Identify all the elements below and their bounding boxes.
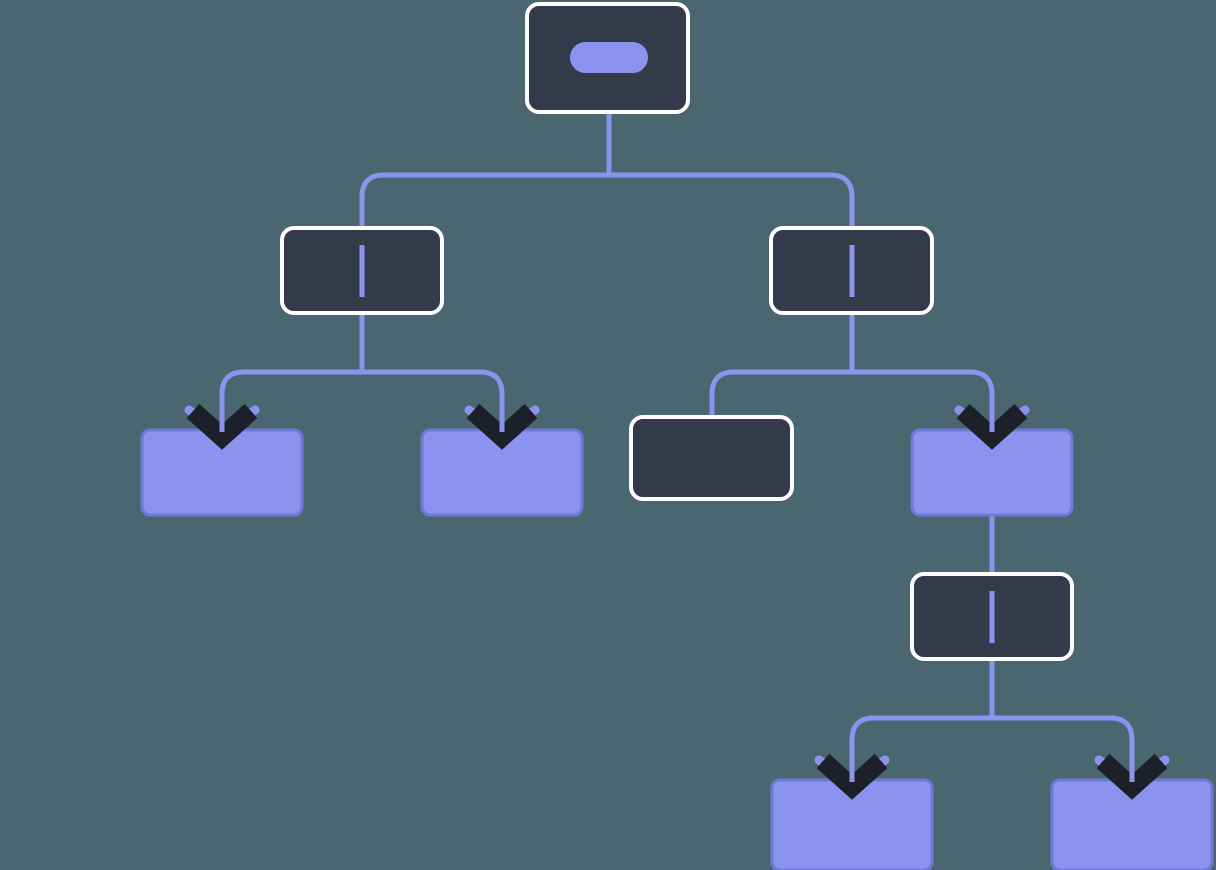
arrowhead-layer [184,403,1170,800]
node-passthrough-lines [359,245,995,643]
arrowhead-leaf-3 [814,753,890,800]
arrowhead-leaf-4 [1094,753,1170,800]
connector-layer [219,73,1135,780]
connector-branch-right-to-purple-node [852,369,995,430]
connector-sub-branch-to-leaf-4 [992,715,1135,780]
arrowhead-leaf-2 [464,403,540,450]
root-pill-badge [570,42,648,73]
arrowhead-chevron-dark [1096,753,1168,800]
root-node[interactable] [525,2,690,114]
connector-branch-right-to-dark-node [709,369,852,417]
detached-dark-node-surface[interactable] [629,415,794,501]
connector-branch-left-to-leaf-2 [362,369,505,430]
connector-branch-left-to-leaf-1 [219,369,362,430]
detached-dark-node[interactable] [629,415,794,501]
arrowhead-purple-branch [954,403,1030,450]
arrowhead-leaf-1 [184,403,260,450]
arrowhead-chevron-dark [186,403,258,450]
connector-root-to-branch-left [359,172,609,228]
arrowhead-chevron-dark [956,403,1028,450]
arrowhead-chevron-dark [816,753,888,800]
connector-sub-branch-to-leaf-3 [849,715,992,780]
connector-root-to-branch-right [609,172,855,228]
arrowhead-chevron-dark [466,403,538,450]
